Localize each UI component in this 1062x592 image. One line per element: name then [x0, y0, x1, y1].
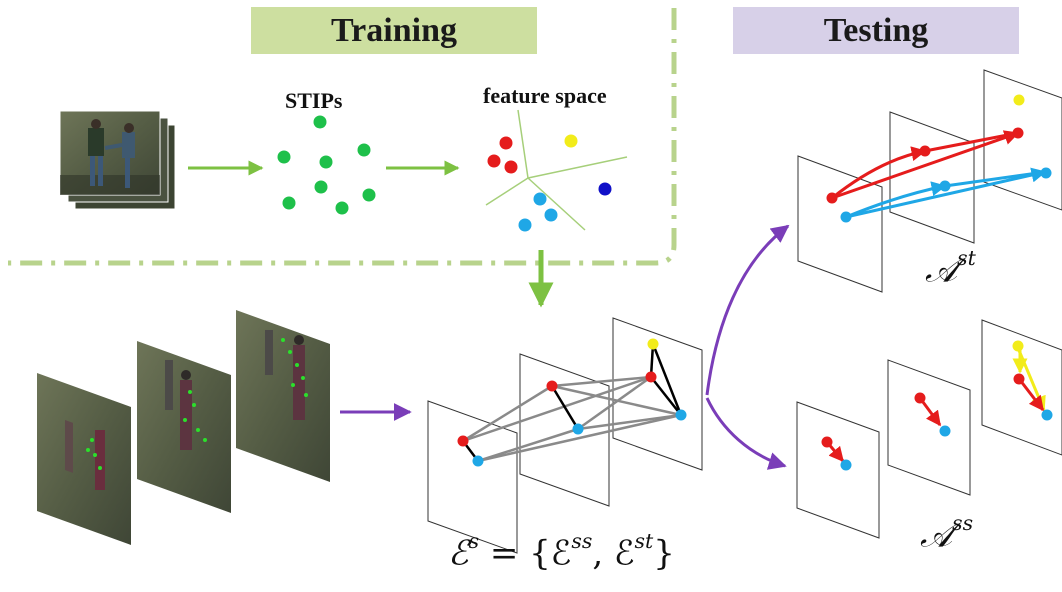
training-video-frames: [59, 110, 176, 210]
a-st-label: 𝒜st: [925, 245, 976, 291]
stips-label: STIPs: [285, 88, 343, 113]
temporal-attention-graph: [797, 69, 1062, 293]
feature-video-frames: [37, 310, 330, 545]
training-banner: Training: [251, 7, 537, 54]
a-ss-label: 𝒜ss: [920, 510, 974, 556]
feature-space-label: feature space: [483, 83, 607, 108]
stips-points: [277, 115, 376, 215]
arrow-graph-to-ast: [705, 224, 790, 396]
feature-space: [485, 109, 628, 232]
testing-title: Testing: [823, 11, 929, 49]
edge-set-formula: ℰs = {ℰss, ℰst}: [448, 528, 675, 574]
spatial-attention-graph: [796, 319, 1062, 539]
training-boundary: [8, 8, 677, 266]
arrow-graph-to-ass: [705, 397, 787, 470]
testing-banner: Testing: [733, 7, 1019, 54]
spatio-temporal-graph: [427, 317, 703, 554]
training-title: Training: [331, 11, 457, 49]
